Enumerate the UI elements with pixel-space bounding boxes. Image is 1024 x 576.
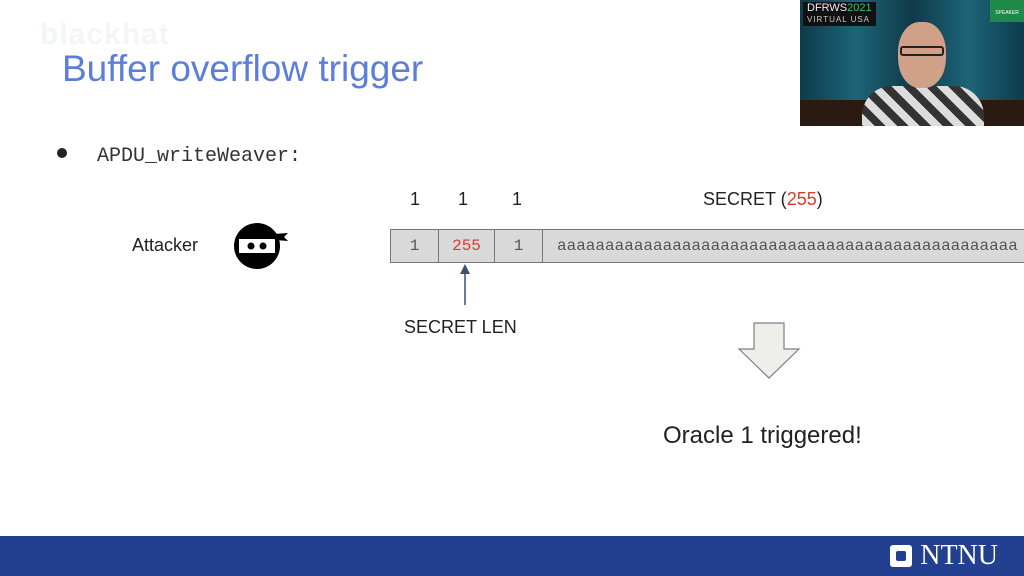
oracle-result: Oracle 1 triggered! (663, 422, 862, 449)
field-size-3: 1 (511, 189, 523, 209)
buffer-cell: 1 (495, 230, 543, 262)
buffer-cell-secret-len: 255 (439, 230, 495, 262)
apdu-buffer: 1 255 1 aaaaaaaaaaaaaaaaaaaaaaaaaaaaaaaa… (390, 229, 1024, 263)
buffer-cell-secret: aaaaaaaaaaaaaaaaaaaaaaaaaaaaaaaaaaaaaaaa… (557, 237, 1018, 255)
dfrws-year: 2021 (847, 2, 872, 14)
up-arrow-icon (460, 264, 470, 305)
dfrws-subtitle: VIRTUAL USA (807, 15, 871, 24)
speaker-glasses (900, 46, 944, 56)
buffer-cell: 1 (391, 230, 439, 262)
secret-header: SECRET (255) (703, 189, 823, 210)
attacker-label: Attacker (132, 235, 199, 255)
ntnu-logo: NTNU (890, 540, 998, 572)
speaker-body (862, 86, 984, 126)
ninja-icon (234, 223, 288, 269)
ntnu-logo-text: NTNU (920, 540, 998, 571)
blackhat-watermark: blackhat (40, 18, 170, 51)
ntnu-logo-icon (890, 545, 913, 567)
footer-bar (0, 536, 1024, 576)
field-size-2: 1 (457, 189, 469, 209)
slide-title: Buffer overflow trigger (62, 48, 424, 89)
speaker-badge: SPEAKER (990, 0, 1024, 22)
bullet-dot (57, 148, 67, 158)
secret-len-label: SECRET LEN (404, 317, 517, 337)
secret-header-value: 255 (786, 189, 817, 209)
field-size-1: 1 (409, 189, 421, 209)
bullet-text: APDU_writeWeaver: (97, 145, 302, 168)
secret-header-label: SECRET ( (703, 189, 787, 209)
dfrws-event: DFRWS (807, 2, 848, 14)
down-arrow-icon (737, 322, 801, 379)
secret-header-close: ) (816, 189, 823, 209)
